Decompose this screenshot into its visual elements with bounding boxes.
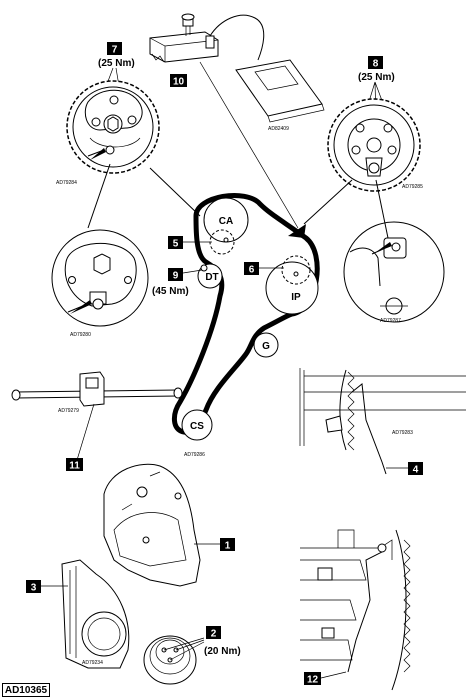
- timing-cover-lower: [61, 559, 130, 669]
- tensioner-pulley: DT: [197, 263, 223, 289]
- camshaft-sprocket: [66, 80, 160, 174]
- svg-text:7: 7: [112, 45, 118, 56]
- pulley-label-ca: CA: [219, 216, 233, 227]
- injection-pump-pulley: IP: [265, 255, 319, 315]
- timing-cover-upper: [103, 463, 201, 587]
- pulley-label-cs: CS: [190, 421, 204, 432]
- svg-text:4: 4: [413, 465, 419, 476]
- figure-ref-tool-bar: AD79279: [58, 408, 79, 414]
- callout-12: 12: [304, 671, 347, 686]
- torque-crank-pulley: (20 Nm): [204, 646, 241, 657]
- pulley-label-dt: DT: [205, 272, 218, 283]
- callout-11: 11: [66, 458, 83, 472]
- callout-5: 5: [168, 236, 212, 250]
- svg-text:12: 12: [307, 675, 319, 686]
- callout-10: 10: [170, 74, 187, 88]
- svg-text:10: 10: [173, 77, 185, 88]
- callout-3: 3: [26, 580, 68, 594]
- flywheel-locking-pin: [299, 368, 466, 475]
- svg-text:2: 2: [211, 629, 217, 640]
- svg-text:11: 11: [69, 461, 80, 472]
- figure-ref-cover: AD79234: [82, 660, 103, 666]
- cam-detail-leader: [87, 163, 111, 229]
- svg-text:9: 9: [173, 271, 179, 282]
- pump-detail: [343, 221, 445, 323]
- figure-ref-gauge: AD82409: [268, 126, 289, 132]
- injection-pump-sprocket: [327, 98, 421, 192]
- callout-2: 2: [206, 626, 221, 640]
- figure-ref-pump-detail: AD79287: [380, 318, 401, 324]
- crankshaft-pulley: CS: [181, 409, 213, 441]
- svg-text:1: 1: [225, 541, 231, 552]
- locking-tool-bar: [11, 371, 183, 471]
- pulley-label-ip: IP: [291, 292, 301, 303]
- torque-pump-sprocket: (25 Nm): [358, 72, 395, 83]
- camshaft-detail: [51, 229, 149, 327]
- callout-4: 4: [386, 462, 423, 476]
- figure-ref-flywheel-pin: AD79283: [392, 430, 413, 436]
- callout-1: 1: [194, 538, 235, 552]
- camshaft-pulley: CA: [203, 197, 249, 255]
- figure-ref-cam-detail: AD79280: [70, 332, 91, 338]
- pump-sprocket-belt-leader: [303, 179, 353, 225]
- crankshaft-drive-pulley: [143, 635, 205, 685]
- diagram-reference-label: AD10365: [2, 683, 50, 697]
- timing-belt: [172, 193, 320, 435]
- callout-6: 6: [244, 262, 284, 276]
- svg-text:5: 5: [173, 239, 179, 250]
- tool-pointer-line: [199, 61, 299, 229]
- figure-ref-pump-sprocket: AD79285: [402, 184, 423, 190]
- callout-7: 7: [107, 42, 122, 56]
- svg-text:6: 6: [249, 265, 255, 276]
- callout-8: 8: [368, 56, 383, 70]
- cam-sprocket-belt-leader: [149, 167, 201, 217]
- guide-pulley: G: [253, 332, 279, 358]
- engine-block-detail: [300, 529, 411, 691]
- svg-text:3: 3: [31, 583, 37, 594]
- figure-ref-belt-layout: AD79286: [184, 452, 205, 458]
- figure-ref-cam-sprocket: AD79284: [56, 180, 77, 186]
- timing-gauge-tool: [149, 13, 325, 123]
- pulley-label-g: G: [262, 341, 270, 352]
- callout-9: 9: [168, 268, 203, 282]
- torque-cam-sprocket: (25 Nm): [98, 58, 135, 69]
- pump-detail-leader: [375, 179, 389, 239]
- torque-tensioner: (45 Nm): [152, 286, 189, 297]
- svg-text:8: 8: [373, 59, 379, 70]
